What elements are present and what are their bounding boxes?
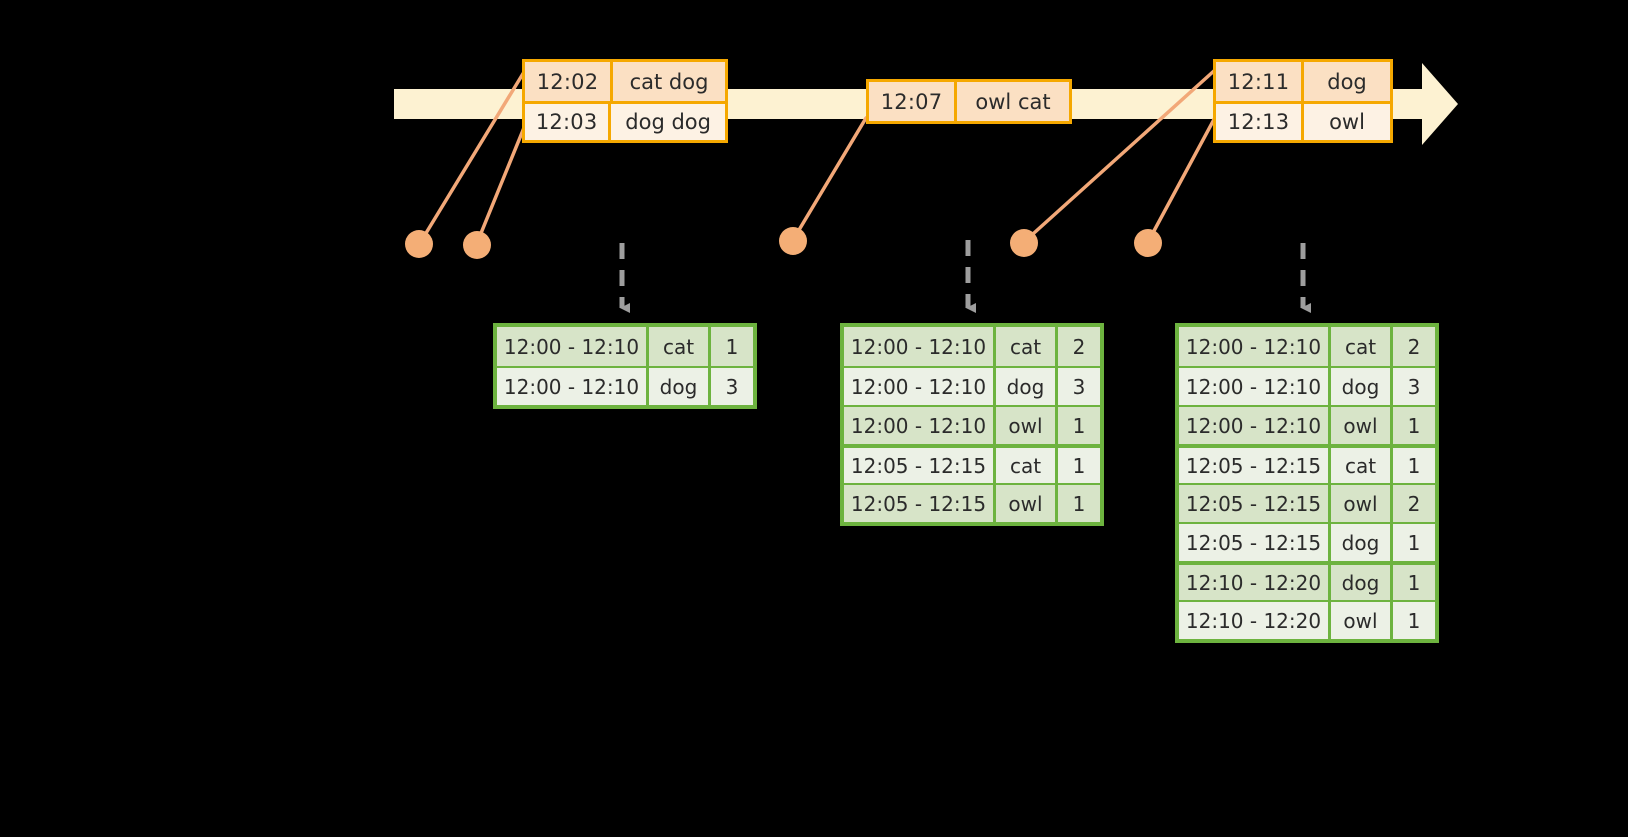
count-cell: 3	[725, 374, 739, 399]
event-row[interactable]: 12:07 owl cat	[869, 82, 1069, 121]
count-cell: 2	[1407, 491, 1421, 516]
key-cell: cat	[1331, 448, 1393, 483]
key-cell: cat	[996, 327, 1058, 366]
dot-1202	[405, 230, 433, 258]
count-cell: 3	[1072, 374, 1086, 399]
event-time: 12:02	[525, 62, 613, 101]
window-cell: 12:00 - 12:10	[844, 368, 996, 405]
event-time: 12:11	[1216, 62, 1304, 101]
window-cell: 12:00 - 12:10	[497, 327, 649, 366]
window-cell: 12:05 - 12:15	[1179, 485, 1331, 522]
count-cell: 1	[1072, 413, 1086, 438]
key-cell: cat	[1331, 327, 1393, 366]
event-row[interactable]: 12:11 dog	[1216, 62, 1390, 101]
event-row[interactable]: 12:03 dog dog	[525, 101, 725, 140]
window-cell: 12:05 - 12:15	[1179, 524, 1331, 561]
dot-1211	[1010, 229, 1038, 257]
event-time: 12:03	[525, 104, 612, 140]
count-cell: 1	[1407, 608, 1421, 633]
event-group-1: 12:02 cat dog 12:03 dog dog	[522, 59, 728, 143]
event-row[interactable]: 12:02 cat dog	[525, 62, 725, 101]
window-cell: 12:00 - 12:10	[1179, 368, 1331, 405]
event-time: 12:13	[1216, 104, 1304, 140]
emit-arrows	[619, 240, 1311, 313]
key-cell: dog	[1331, 368, 1393, 405]
dot-1207	[779, 227, 807, 255]
event-group-3: 12:11 dog 12:13 owl	[1213, 59, 1393, 143]
event-words: owl cat	[975, 89, 1051, 114]
window-cell: 12:00 - 12:10	[497, 368, 649, 405]
event-time: 12:07	[869, 82, 957, 121]
count-cell: 1	[1407, 570, 1421, 595]
window-cell: 12:00 - 12:10	[844, 327, 996, 366]
count-cell: 1	[1072, 491, 1086, 516]
key-cell: owl	[996, 485, 1058, 522]
count-cell: 1	[725, 334, 739, 359]
connector-1207	[791, 116, 868, 242]
window-cell: 12:10 - 12:20	[1179, 602, 1331, 639]
count-cell: 1	[1072, 453, 1086, 478]
event-words: dog	[1327, 69, 1367, 94]
window-cell: 12:05 - 12:15	[844, 485, 996, 522]
key-cell: owl	[996, 407, 1058, 444]
event-dots	[405, 227, 1162, 259]
connector-1202	[418, 70, 526, 245]
event-group-2: 12:07 owl cat	[866, 79, 1072, 124]
key-cell: dog	[1331, 565, 1393, 600]
count-cell: 3	[1407, 374, 1421, 399]
key-cell: cat	[996, 448, 1058, 483]
key-cell: dog	[996, 368, 1058, 405]
count-cell: 1	[1407, 413, 1421, 438]
event-words: owl	[1329, 110, 1365, 134]
key-cell: dog	[1331, 524, 1393, 561]
event-words: cat dog	[629, 69, 709, 94]
key-cell: dog	[649, 368, 711, 405]
key-cell: owl	[1331, 407, 1393, 444]
event-words: dog dog	[625, 110, 711, 134]
count-cell: 1	[1407, 453, 1421, 478]
count-cell: 2	[1072, 334, 1086, 359]
window-cell: 12:00 - 12:10	[1179, 407, 1331, 444]
event-row[interactable]: 12:13 owl	[1216, 101, 1390, 140]
dot-1213	[1134, 229, 1162, 257]
window-cell: 12:00 - 12:10	[844, 407, 996, 444]
key-cell: cat	[649, 327, 711, 366]
dot-1203	[463, 231, 491, 259]
count-cell: 2	[1407, 334, 1421, 359]
window-cell: 12:05 - 12:15	[1179, 448, 1331, 483]
window-cell: 12:10 - 12:20	[1179, 565, 1331, 600]
key-cell: owl	[1331, 485, 1393, 522]
connector-1213	[1146, 110, 1220, 244]
window-cell: 12:00 - 12:10	[1179, 327, 1331, 366]
window-cell: 12:05 - 12:15	[844, 448, 996, 483]
key-cell: owl	[1331, 602, 1393, 639]
count-cell: 1	[1407, 530, 1421, 555]
